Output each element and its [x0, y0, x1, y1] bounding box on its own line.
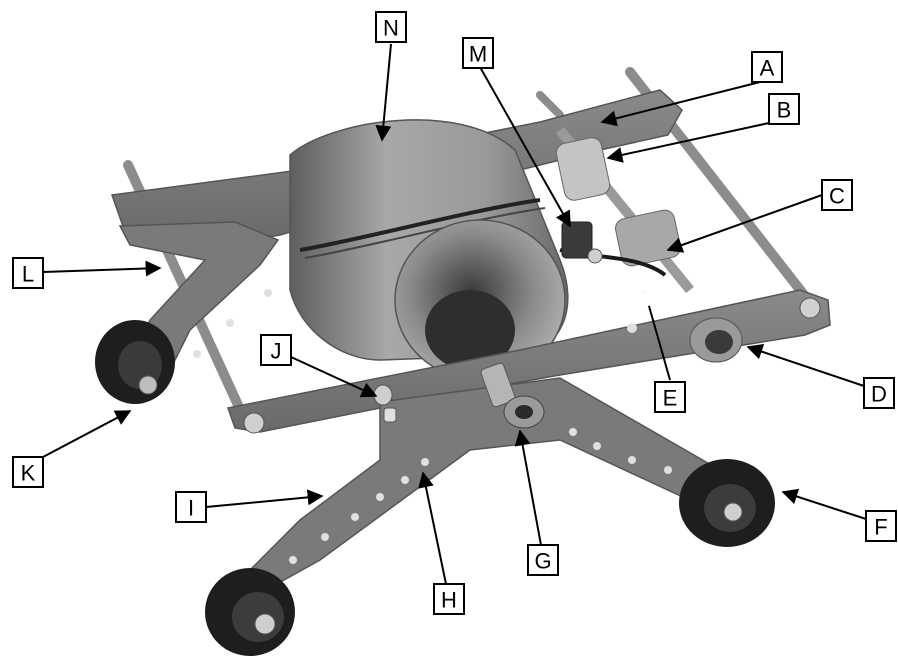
svg-text:L: L	[22, 262, 34, 287]
leader-k	[42, 410, 132, 458]
callout-a: A	[751, 51, 783, 83]
drum	[289, 119, 569, 381]
leader-h	[418, 471, 447, 585]
svg-text:C: C	[829, 184, 845, 209]
leader-m	[479, 66, 571, 228]
lower-frame-holes	[289, 428, 672, 564]
svg-text:K: K	[21, 461, 36, 486]
leader-b	[606, 122, 770, 163]
svg-text:I: I	[188, 496, 194, 521]
drum-hub	[425, 290, 515, 370]
shaft-assembly	[555, 126, 694, 294]
drum-band	[299, 198, 541, 252]
svg-text:E: E	[663, 386, 678, 411]
callout-n: N	[375, 11, 407, 43]
front-left-wheel	[205, 568, 295, 656]
motor-bracket	[561, 221, 593, 259]
leader-l	[42, 260, 162, 277]
svg-text:D: D	[871, 382, 887, 407]
leader-f	[781, 488, 867, 520]
svg-text:H: H	[441, 588, 457, 613]
callouts: A B C D E F G H	[12, 11, 897, 615]
callout-l: L	[12, 257, 44, 289]
callout-h: H	[433, 583, 465, 615]
adjust-knob	[689, 317, 743, 363]
front-plate-hole	[627, 323, 637, 333]
weight-upper	[555, 137, 611, 201]
bracket-nut	[587, 248, 603, 264]
leader-i	[205, 489, 324, 508]
svg-text:B: B	[777, 98, 792, 123]
callout-i: I	[175, 491, 207, 523]
svg-text:G: G	[534, 549, 551, 574]
callout-e: E	[654, 381, 686, 413]
spring-assembly	[480, 362, 545, 429]
weight-lower	[615, 209, 681, 267]
callout-c: C	[821, 179, 853, 211]
leader-lines	[42, 43, 867, 585]
front-right-bolt	[799, 297, 821, 319]
callout-m: M	[462, 37, 494, 69]
leader-g	[514, 429, 542, 546]
leader-j	[290, 356, 378, 398]
leader-a	[600, 81, 761, 127]
svg-text:F: F	[874, 515, 887, 540]
callout-b: B	[768, 93, 800, 125]
svg-text:A: A	[760, 56, 775, 81]
upper-rod-stub	[536, 91, 564, 119]
callout-f: F	[865, 510, 897, 542]
svg-text:M: M	[469, 42, 487, 67]
leader-e	[641, 290, 671, 381]
callout-d: D	[863, 377, 895, 409]
leader-c	[666, 194, 823, 253]
leader-n	[375, 43, 392, 142]
lower-frame	[243, 362, 737, 586]
front-left-bolt	[243, 412, 265, 434]
wing-nut	[373, 384, 397, 423]
leader-d	[746, 344, 865, 387]
callout-k: K	[12, 456, 44, 488]
svg-text:J: J	[271, 339, 282, 364]
svg-text:N: N	[383, 16, 399, 41]
front-right-wheel	[679, 459, 775, 547]
callout-j: J	[260, 334, 292, 366]
rear-left-wheel	[95, 320, 175, 404]
callout-g: G	[527, 544, 559, 576]
